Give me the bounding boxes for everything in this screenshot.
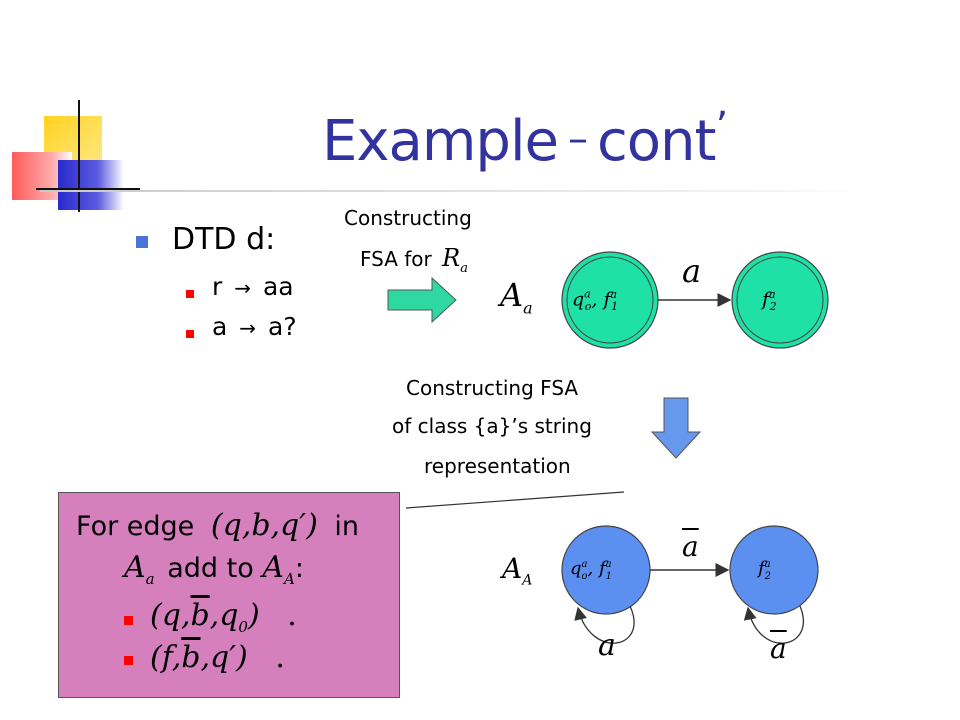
add-target-automaton: AA: [262, 550, 295, 588]
automaton-a-name: Aa: [500, 276, 533, 318]
edge-item-1-dot: .: [287, 598, 297, 633]
title-underline: [40, 190, 860, 192]
self-loop-final-label: a: [770, 632, 787, 665]
self-loop-start: [574, 605, 635, 644]
edge-tuple: (q,b,q′): [210, 508, 318, 543]
edge-rule-line1: For edge (q,b,q′) in: [76, 508, 359, 543]
self-loop-final: [743, 605, 804, 644]
state-final-green: [731, 251, 829, 349]
state-final-green-label: fa2: [762, 288, 777, 314]
blue-down-arrow: [650, 397, 702, 459]
step2-line2: of class {a}’s string: [392, 414, 592, 438]
rule-2-lhs: a: [212, 312, 228, 341]
state-start-green-label: qao, fa1: [572, 288, 619, 314]
in-label: in: [334, 511, 359, 542]
title-suffix: cont: [596, 109, 716, 174]
edge-item-2-dot: .: [275, 640, 285, 675]
slide-title: Example–cont’: [322, 104, 728, 174]
for-edge-label: For edge: [76, 511, 195, 542]
state-start-blue-label: qao, fa1: [570, 558, 612, 582]
step2-line1: Constructing FSA: [406, 376, 579, 400]
rule-1-rhs: aa: [262, 272, 294, 301]
edge-item-2: (f,b,q′) .: [150, 640, 285, 675]
separator-line: [405, 491, 625, 509]
edge-rule-box: [58, 492, 400, 698]
state-start-green-inner: [566, 256, 654, 344]
step1-fsa-for: FSA for: [360, 247, 432, 271]
state-final-blue-label: fa2: [758, 558, 772, 582]
bullet-rule-1: [186, 290, 194, 298]
rule-1-arrow: →: [234, 276, 251, 300]
green-block-arrow: [387, 276, 457, 324]
transition-green-label: a: [682, 252, 702, 290]
self-loop-start-label: a: [598, 628, 616, 663]
step1-line2: FSA for Ra: [360, 244, 468, 276]
add-to-label: add to: [167, 553, 254, 584]
rule-2-arrow: →: [239, 316, 257, 340]
edge-item-1-bullet: [124, 616, 133, 625]
state-final-blue: [729, 525, 819, 615]
title-dash: –: [567, 116, 588, 162]
step1-symbol: Ra: [442, 244, 468, 276]
state-final-green-inner: [736, 256, 824, 344]
dtd-heading: DTD d:: [172, 222, 276, 257]
title-apostrophe: ’: [715, 104, 728, 150]
deco-vertical-line: [78, 100, 80, 212]
edge-item-1: (q,b,q0) .: [150, 598, 297, 636]
colon: :: [294, 553, 304, 584]
deco-horizontal-line: [36, 188, 140, 190]
step2-line3: representation: [424, 454, 571, 478]
rule-1-lhs: r: [212, 272, 223, 301]
title-main: Example: [322, 109, 559, 174]
deco-blue-square: [58, 160, 124, 210]
step1-line1: Constructing: [344, 206, 472, 230]
edge-item-2-bullet: [124, 656, 133, 665]
edge-rule-line2: Aa add to AA:: [124, 550, 304, 588]
dtd-rule-2: a → a?: [212, 312, 297, 341]
transition-blue-label: a: [682, 530, 699, 563]
automaton-A-name: AA: [502, 552, 533, 589]
bullet-dtd: [136, 236, 148, 248]
rule-2-rhs: a?: [268, 312, 297, 341]
bullet-rule-2: [186, 330, 194, 338]
add-source-automaton: Aa: [124, 550, 155, 588]
dtd-rule-1: r → aa: [212, 272, 294, 301]
